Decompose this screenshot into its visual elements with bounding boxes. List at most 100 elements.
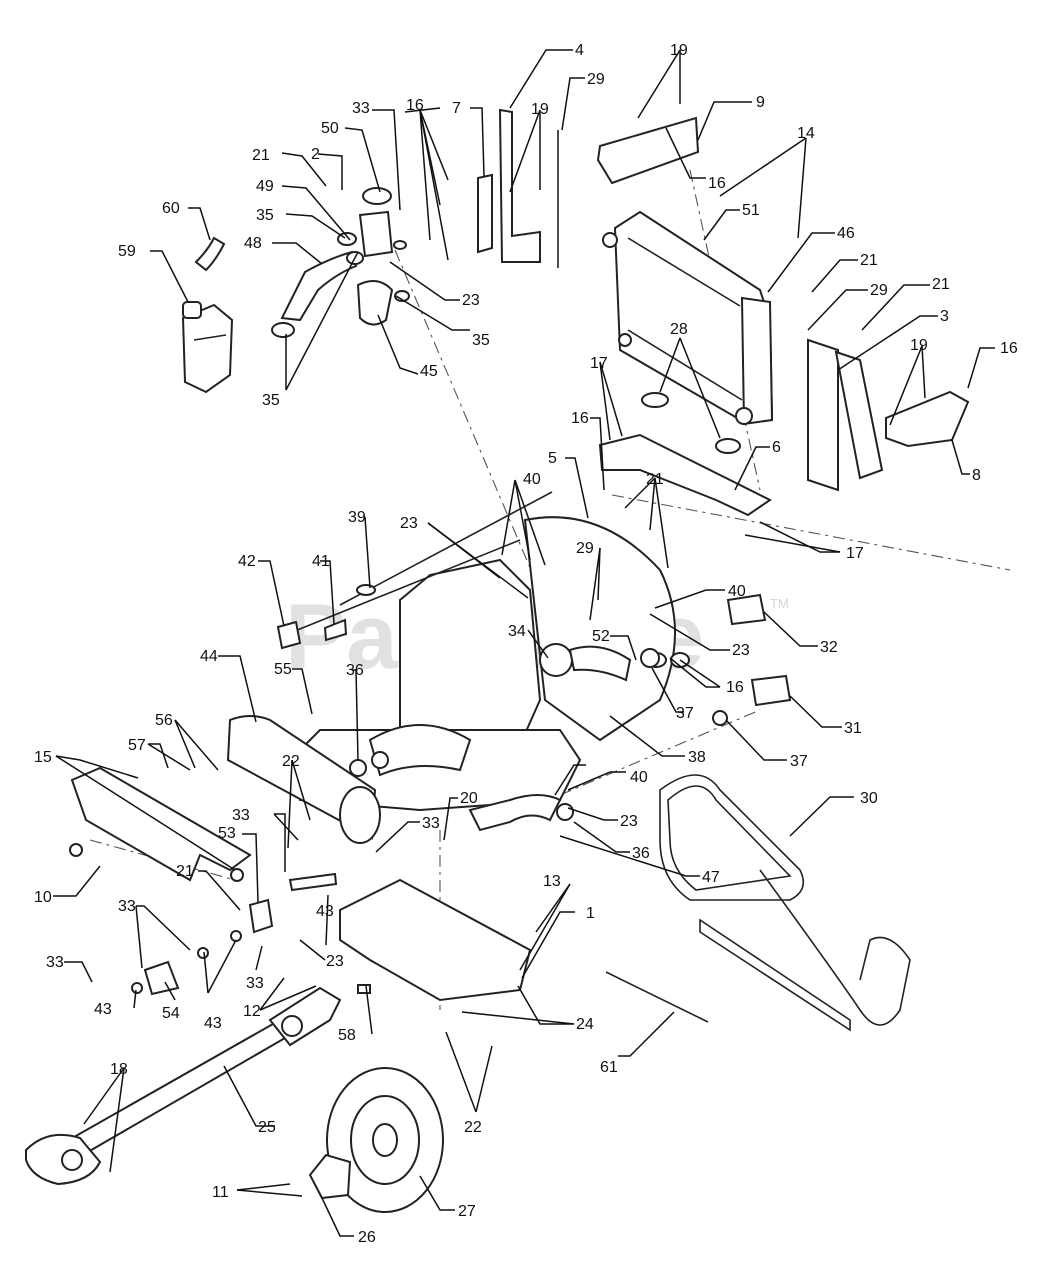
radiator-mount — [598, 433, 772, 517]
reservoir-hose — [194, 236, 226, 272]
callout-23-low: 23 — [326, 953, 344, 970]
callout-28: 28 — [670, 321, 688, 338]
callout-37-right: 37 — [790, 753, 808, 770]
callout-17-top: 17 — [590, 355, 608, 372]
callout-16-mid: 16 — [571, 410, 589, 427]
radiator-brackets — [477, 108, 559, 268]
callout-33-mid: 33 — [232, 807, 250, 824]
callout-40-bottom: 40 — [630, 769, 648, 786]
callout-2: 2 — [311, 146, 320, 163]
callout-24: 24 — [576, 1016, 594, 1033]
callout-43-right: 43 — [316, 903, 334, 920]
callout-23-top: 23 — [462, 292, 480, 309]
callout-13: 13 — [543, 873, 561, 890]
callout-47: 47 — [702, 869, 720, 886]
callout-58: 58 — [338, 1027, 356, 1044]
callout-35-top: 35 — [256, 207, 274, 224]
callout-16-cover: 16 — [708, 175, 726, 192]
drive-pulley — [326, 1067, 444, 1213]
callout-39: 39 — [348, 509, 366, 526]
callout-26: 26 — [358, 1229, 376, 1246]
callout-44: 44 — [200, 648, 218, 665]
callout-4: 4 — [575, 42, 584, 59]
dipstick-assembly — [276, 491, 553, 650]
callout-5: 5 — [548, 450, 557, 467]
callout-23-right: 23 — [732, 642, 750, 659]
callout-14: 14 — [797, 125, 815, 142]
callout-6: 6 — [772, 439, 781, 456]
callout-19-right: 19 — [910, 337, 928, 354]
radiator-hose-assembly — [271, 187, 410, 338]
callout-33-left: 33 — [118, 898, 136, 915]
callout-56: 56 — [155, 712, 173, 729]
callout-15: 15 — [34, 749, 52, 766]
callout-40-right: 40 — [728, 583, 746, 600]
callout-38: 38 — [688, 749, 706, 766]
callout-19-left: 19 — [531, 101, 549, 118]
assembly-guide-lines — [89, 169, 1011, 1010]
callout-59: 59 — [118, 243, 136, 260]
callout-57: 57 — [128, 737, 146, 754]
callout-19-top: 19 — [670, 42, 688, 59]
callout-61: 61 — [600, 1059, 618, 1076]
callout-36-top: 36 — [346, 662, 364, 679]
callout-21-radiator: 21 — [860, 252, 878, 269]
callout-42: 42 — [238, 553, 256, 570]
callout-16-top: 16 — [406, 97, 424, 114]
watermark-tm: TM — [770, 596, 789, 611]
callout-11: 11 — [212, 1184, 229, 1201]
callout-48: 48 — [244, 235, 262, 252]
callout-17-bottom: 17 — [846, 545, 864, 562]
callout-37-left: 37 — [676, 705, 694, 722]
muffler — [226, 715, 389, 844]
radiator — [602, 210, 774, 454]
drive-belts — [659, 774, 911, 1032]
callout-31: 31 — [844, 720, 862, 737]
callout-49: 49 — [256, 178, 274, 195]
callout-21-mid: 21 — [646, 471, 664, 488]
callout-3: 3 — [940, 308, 949, 325]
callout-33-right: 33 — [422, 815, 440, 832]
callout-43-mid: 43 — [204, 1015, 222, 1032]
callout-23-bottom: 23 — [620, 813, 638, 830]
callout-34: 34 — [508, 623, 526, 640]
cable-tie — [605, 971, 709, 1023]
callout-45: 45 — [420, 363, 438, 380]
callout-12: 12 — [243, 1003, 261, 1020]
leader-lines — [53, 49, 995, 1237]
base-plate — [339, 878, 532, 1002]
callout-33-low: 33 — [246, 975, 264, 992]
exhaust-pipe — [468, 794, 562, 832]
callout-9: 9 — [756, 94, 765, 111]
callout-36-bottom: 36 — [632, 845, 650, 862]
belt-guard — [885, 390, 970, 448]
callout-32: 32 — [820, 639, 838, 656]
callout-29-top: 29 — [587, 71, 605, 88]
callout-25: 25 — [258, 1119, 276, 1136]
small-hardware — [131, 872, 371, 996]
callout-22-bottom: 22 — [464, 1119, 482, 1136]
callout-29-mid: 29 — [576, 540, 594, 557]
callout-33-top: 33 — [352, 100, 370, 117]
callout-27: 27 — [458, 1203, 476, 1220]
callout-labels: 4 7 29 19 16 33 50 21 2 49 35 48 23 35 3… — [34, 42, 1018, 1246]
callout-60: 60 — [162, 200, 180, 217]
callout-33-far-left: 33 — [46, 954, 64, 971]
pulley-hub — [308, 1153, 352, 1200]
callout-41: 41 — [312, 553, 330, 570]
callout-29-right: 29 — [870, 282, 888, 299]
callout-22-top: 22 — [282, 753, 300, 770]
radiator-top-cover — [596, 116, 700, 185]
callout-40-top: 40 — [523, 471, 541, 488]
callout-16-pulley: 16 — [726, 679, 744, 696]
callout-46: 46 — [837, 225, 855, 242]
idler-pulleys — [640, 593, 792, 726]
callout-20: 20 — [460, 790, 478, 807]
callout-21-right: 21 — [932, 276, 950, 293]
callout-54: 54 — [162, 1005, 180, 1022]
callout-21-bottom: 21 — [176, 863, 194, 880]
callout-51: 51 — [742, 202, 760, 219]
callout-30: 30 — [860, 790, 878, 807]
callout-23-mid: 23 — [400, 515, 418, 532]
